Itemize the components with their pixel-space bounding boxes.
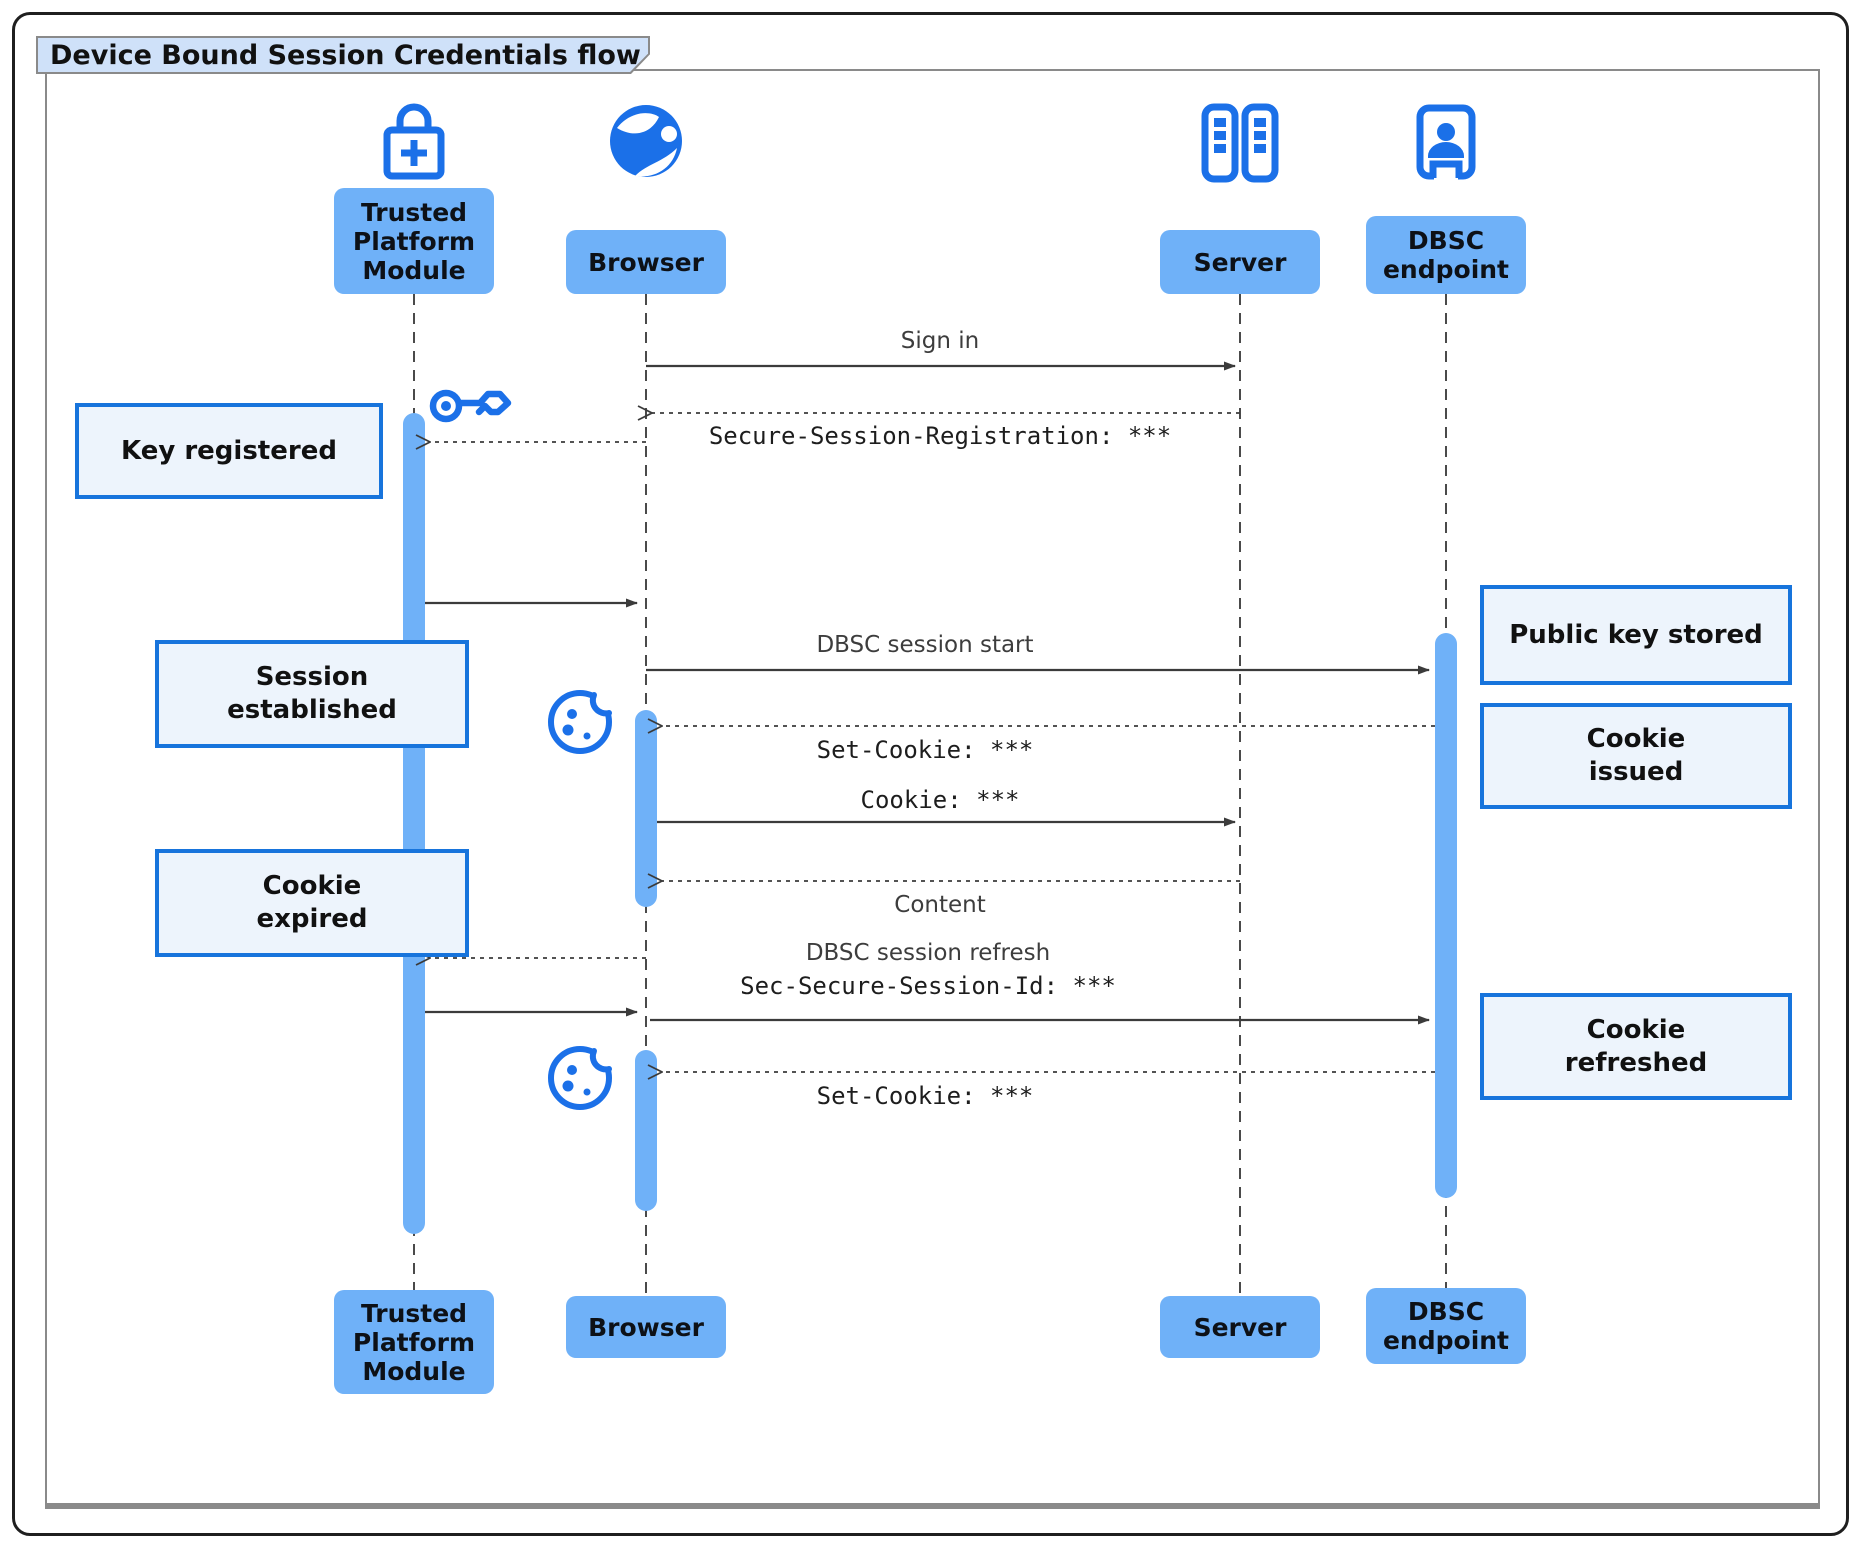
note-key-registered: Key registered	[75, 403, 383, 499]
outer-border	[12, 12, 1849, 1536]
label-set-cookie-1: Set-Cookie: ***	[816, 736, 1034, 764]
actor-top-browser: Browser	[566, 230, 726, 294]
cookie-icon	[548, 688, 617, 754]
label-dbsc-session-refresh: DBSC session refresh	[805, 940, 1051, 966]
server-rack-icon	[1201, 103, 1279, 183]
note-cookie-expired: Cookie expired	[155, 849, 469, 957]
title-tab-fill: Device Bound Session Credentials flow	[38, 38, 648, 72]
key-icon	[429, 389, 512, 423]
title-tab: Device Bound Session Credentials flow	[36, 36, 650, 74]
actor-top-tpm: Trusted Platform Module	[334, 188, 494, 294]
actor-bottom-browser: Browser	[566, 1296, 726, 1358]
activation-browser-2	[635, 1050, 657, 1211]
activation-dbsc	[1435, 633, 1457, 1198]
globe-icon	[610, 105, 682, 177]
activation-tpm	[403, 413, 425, 1234]
activation-browser-1	[635, 710, 657, 907]
label-sec-secure-session-id: Sec-Secure-Session-Id: ***	[740, 972, 1116, 1000]
person-door-icon	[1416, 104, 1476, 180]
diagram-title: Device Bound Session Credentials flow	[50, 40, 641, 71]
note-public-key-stored: Public key stored	[1480, 585, 1792, 685]
actor-bottom-dbsc: DBSC endpoint	[1366, 1288, 1526, 1364]
cookie-icon	[548, 1044, 617, 1110]
note-session-established: Session established	[155, 640, 469, 748]
label-dbsc-session-start: DBSC session start	[816, 632, 1034, 658]
note-cookie-refreshed: Cookie refreshed	[1480, 993, 1792, 1100]
actor-bottom-tpm: Trusted Platform Module	[334, 1290, 494, 1394]
diagram-frame	[45, 69, 1820, 1509]
label-set-cookie-2: Set-Cookie: ***	[816, 1082, 1034, 1110]
solid-arrows	[425, 361, 1430, 1025]
dashed-arrows	[430, 413, 1435, 1072]
note-cookie-issued: Cookie issued	[1480, 703, 1792, 809]
label-secure-session-registration: Secure-Session-Registration: ***	[708, 422, 1172, 450]
actor-top-dbsc: DBSC endpoint	[1366, 216, 1526, 294]
actor-top-server: Server	[1160, 230, 1320, 294]
actor-bottom-server: Server	[1160, 1296, 1320, 1358]
label-sign-in: Sign in	[900, 328, 980, 354]
label-cookie: Cookie: ***	[860, 786, 1020, 814]
label-content: Content	[894, 892, 986, 918]
activation-bars	[403, 413, 1457, 1234]
lock-plus-icon	[383, 103, 445, 180]
